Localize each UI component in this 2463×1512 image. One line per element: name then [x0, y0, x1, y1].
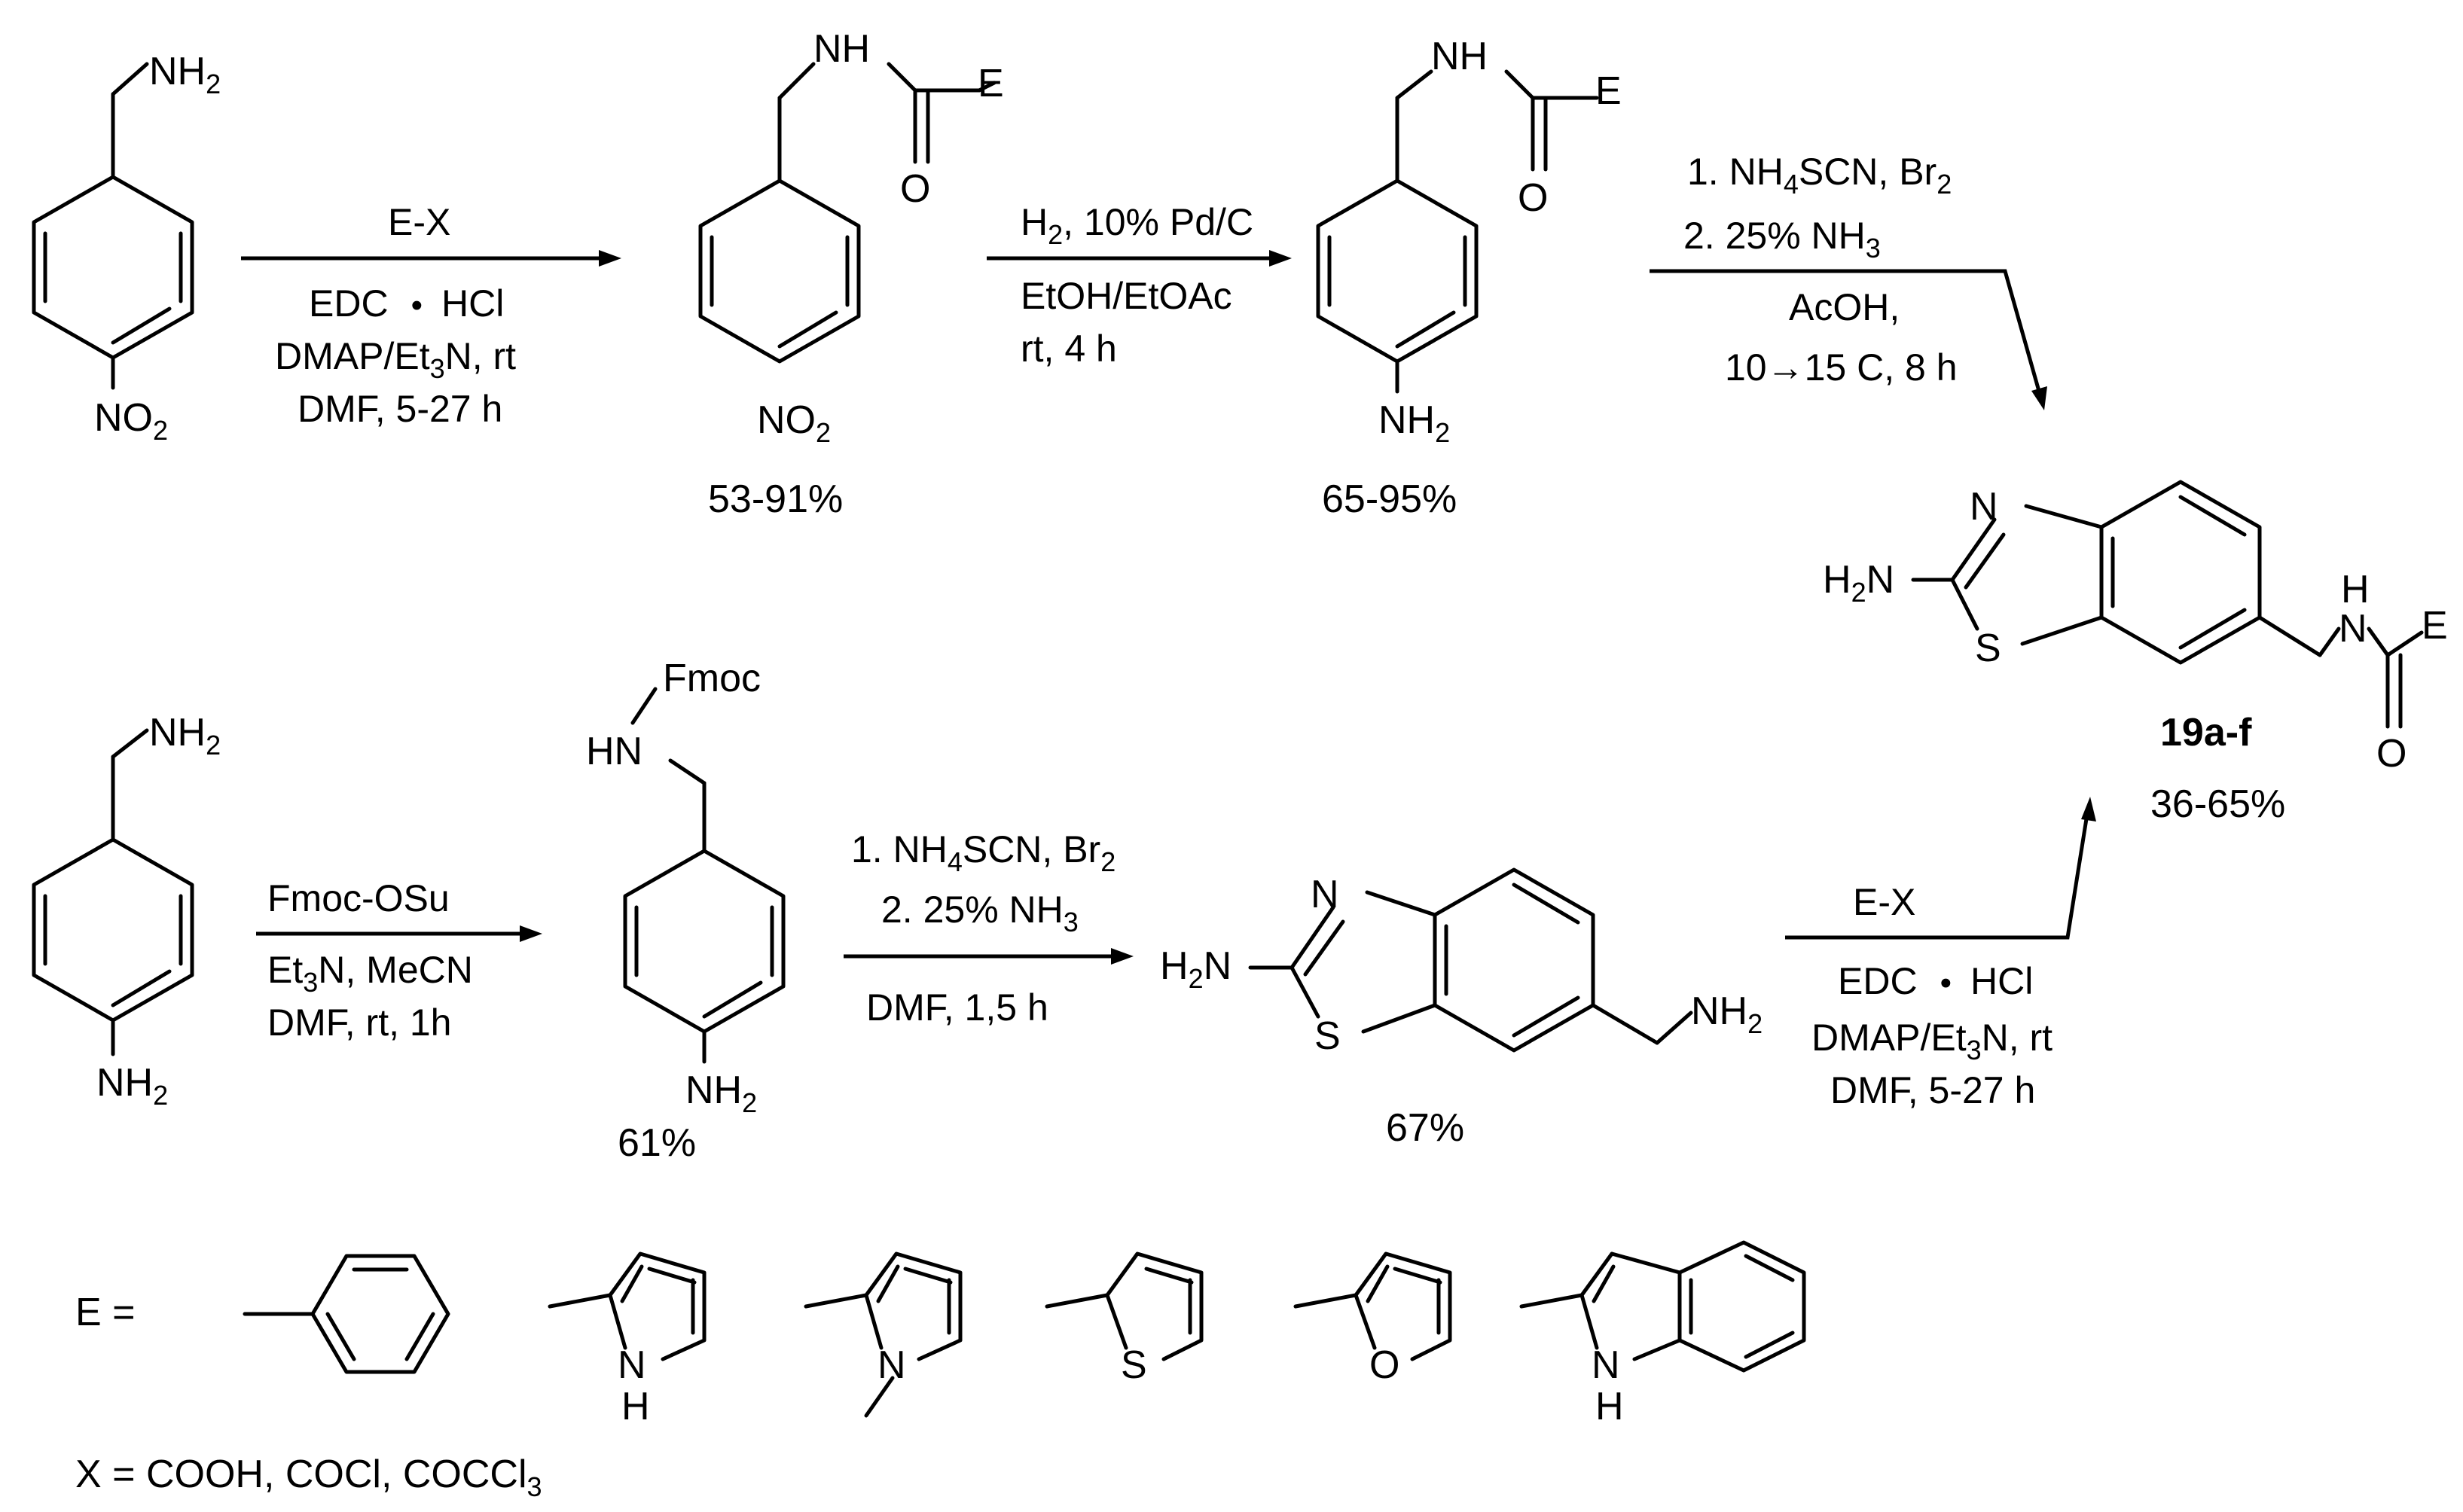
label-h2n: H2N [1823, 558, 1894, 608]
molecule-aminobenzyl-amide [1316, 69, 1599, 394]
label-e: E [978, 62, 1004, 105]
substituent-n-methylpyrrolyl [804, 1251, 963, 1418]
label-no2: NO2 [94, 396, 168, 446]
substituent-pyrrolyl [548, 1251, 707, 1361]
step3-line3: AcOH, [1789, 286, 1900, 328]
substituent-phenyl [243, 1254, 450, 1374]
label-nh2: NH2 [149, 50, 221, 99]
step5-line1: 1. NH4SCN, Br2 [851, 828, 1116, 877]
step2-line3: rt, 4 h [1021, 328, 1117, 370]
molecule-4-nitrobenzylamine [32, 62, 194, 390]
step4-line1: Fmoc-OSu [267, 877, 450, 919]
label-e: E [1595, 69, 1622, 113]
arrow-step4 [256, 925, 542, 942]
label-s: S [1975, 626, 2001, 670]
molecule-nitrobenzyl-amide [698, 62, 996, 364]
label-n: N [877, 1343, 906, 1387]
step1-line2: DMAP/Et3N, rt [275, 335, 516, 384]
product-yield: 36-65% [2150, 782, 2285, 826]
arrow-step6 [1785, 797, 2096, 940]
molecule-4-aminobenzylamine [32, 728, 194, 1056]
label-n: N [1592, 1343, 1620, 1387]
label-fmoc: Fmoc [663, 657, 761, 700]
label-s: S [1121, 1343, 1147, 1387]
step4-yield: 61% [618, 1121, 696, 1165]
step2-line2: EtOH/EtOAc [1021, 275, 1232, 317]
label-nh2: NH2 [1691, 989, 1763, 1039]
label-nh2: NH2 [96, 1061, 168, 1111]
step4-line3: DMF, rt, 1h [267, 1001, 451, 1044]
step1-line1: EDC•HCl [309, 282, 504, 325]
label-h: H [621, 1385, 650, 1428]
label-s: S [1314, 1014, 1341, 1058]
label-no2: NO2 [757, 398, 831, 448]
step6-line3: DMF, 5-27 h [1830, 1069, 2035, 1111]
label-o: O [1369, 1343, 1399, 1387]
step3-line4: 10→15 C, 8 h [1725, 346, 1958, 389]
legend-x-equals: X = COOH, COCl, COCCl3 [75, 1453, 542, 1502]
molecule-product-19a-f [1911, 480, 2424, 729]
label-n: N [618, 1343, 646, 1387]
substituent-thiophenyl [1045, 1251, 1204, 1361]
label-nh2: NH2 [685, 1068, 757, 1118]
arrow-step3 [1650, 269, 2047, 410]
step4-line2: Et3N, MeCN [267, 949, 473, 998]
step3-line2: 2. 25% NH3 [1683, 215, 1881, 264]
step2-yield: 65-95% [1322, 477, 1457, 521]
label-nh2: NH2 [149, 711, 221, 761]
molecule-fmoc-aminobenzylamine [623, 687, 786, 1064]
legend-e-equals: E = [75, 1291, 136, 1334]
arrow-step1 [241, 250, 621, 267]
product-name: 19a-f [2160, 711, 2252, 754]
step2-line1: H2, 10% Pd/C [1021, 201, 1253, 250]
arrow-step2 [987, 250, 1292, 267]
step5-line3: DMF, 1,5 h [866, 986, 1048, 1029]
label-o: O [1518, 176, 1548, 220]
step1-yield: 53-91% [708, 477, 843, 521]
step1-reagent: E-X [388, 201, 450, 243]
label-e: E [2422, 604, 2448, 648]
label-n: N [2339, 607, 2367, 651]
label-n: N [1311, 873, 1339, 916]
step6-reagent: E-X [1853, 881, 1915, 923]
step6-line1: EDC•HCl [1838, 960, 2033, 1002]
label-o: O [2376, 732, 2407, 776]
step6-line2: DMAP/Et3N, rt [1811, 1017, 2052, 1065]
label-nh2: NH2 [1378, 398, 1450, 448]
step3-line1: 1. NH4SCN, Br2 [1687, 151, 1952, 200]
step5-yield: 67% [1386, 1106, 1464, 1150]
label-hn: HN [586, 730, 642, 773]
step1-line3: DMF, 5-27 h [298, 388, 502, 430]
label-o: O [900, 167, 930, 211]
substituent-furanyl [1293, 1251, 1452, 1361]
arrow-step5 [844, 948, 1134, 965]
label-nh: NH [813, 27, 870, 71]
step5-line2: 2. 25% NH3 [881, 889, 1079, 937]
label-h2n: H2N [1160, 944, 1232, 994]
substituent-indolyl [1519, 1240, 1806, 1373]
label-n: N [1970, 485, 1998, 529]
label-nh: NH [1431, 35, 1488, 78]
label-h: H [1595, 1385, 1624, 1428]
molecule-aminomethyl-benzothiazole [1248, 867, 1693, 1053]
label-h: H [2341, 568, 2370, 611]
